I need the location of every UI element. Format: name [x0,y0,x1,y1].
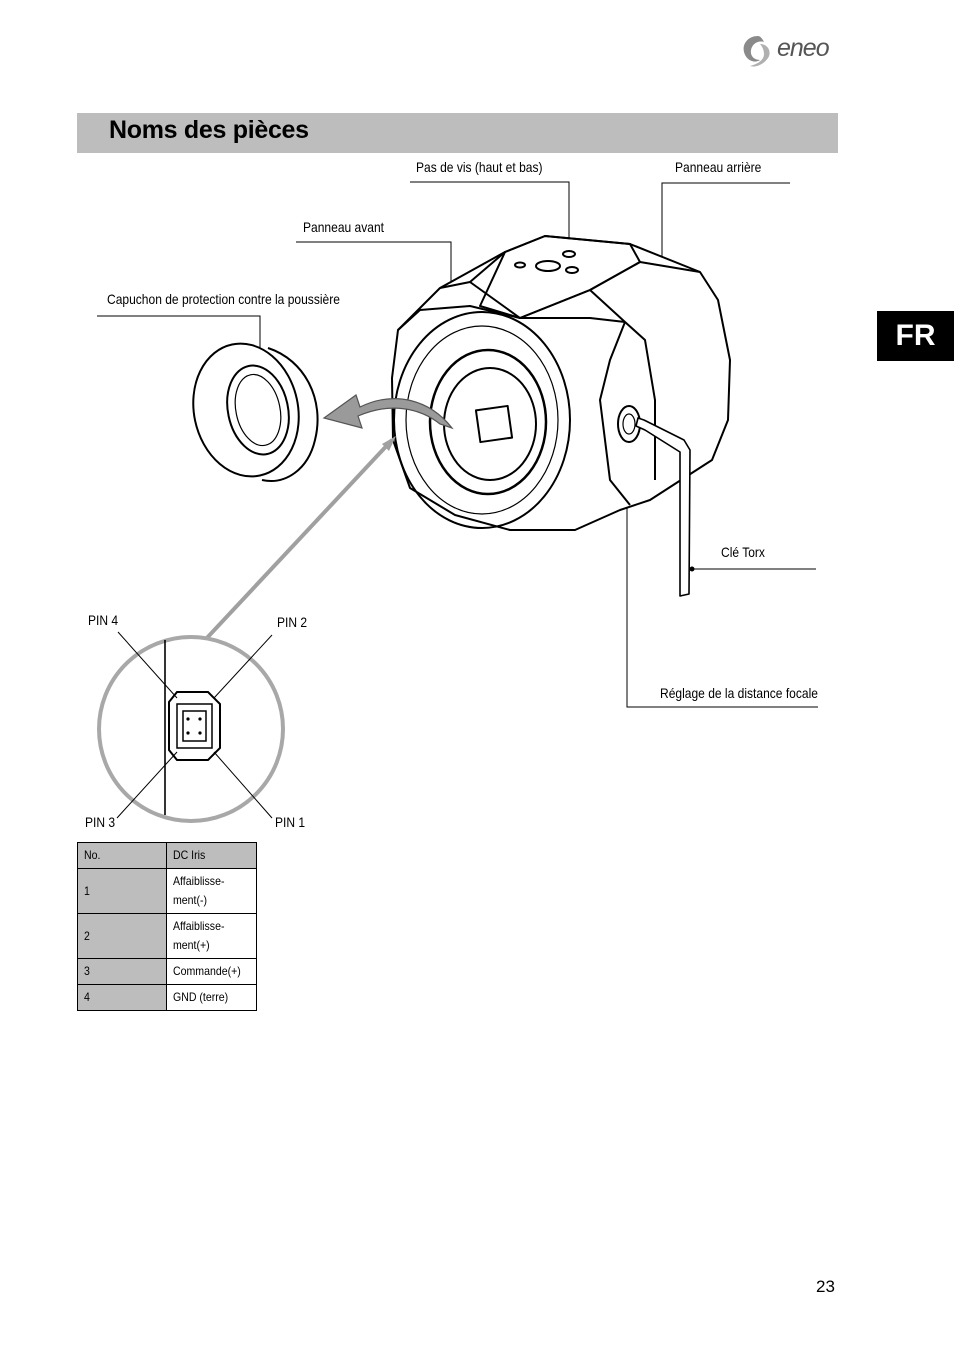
dust-cap-icon [192,342,319,482]
connector-zoom-icon [97,631,285,823]
table-cell-no: 4 [77,984,167,1011]
label-pin4: PIN 4 [88,612,119,628]
label-focal-adjust: Réglage de la distance focale [660,685,818,701]
language-tab: FR [877,311,954,361]
camera-body-icon [391,235,731,531]
label-dust-cap: Capuchon de protection contre la poussiè… [107,291,340,307]
table-cell-value: Commande(+) [165,958,258,985]
pin-assignment-table: No. DC Iris 1 Affaiblisse- ment(-) 2 Aff… [77,842,258,1011]
focal-screw-icon [617,405,641,443]
removal-arrow-icon [322,394,454,430]
table-cell-no: 1 [77,868,167,914]
table-cell-no: 2 [77,913,167,959]
label-front-panel: Panneau avant [303,219,385,235]
brand-logo-text: eneo [777,34,830,62]
table-header-dc-iris: DC Iris [165,842,258,869]
eneo-logo-icon [743,36,770,67]
label-screw-holes: Pas de vis (haut et bas) [416,159,543,175]
table-row: 2 Affaiblisse- ment(+) [77,913,258,959]
table-cell-value: Affaiblisse- ment(+) [165,913,258,959]
language-tab-label: FR [895,319,936,352]
table-row: 3 Commande(+) [77,958,258,985]
label-torx-key: Clé Torx [721,544,765,560]
table-row: 1 Affaiblisse- ment(-) [77,868,258,914]
table-header-no: No. [77,842,167,869]
page-title: Noms des pièces [109,116,309,144]
page-number: 23 [816,1277,835,1296]
table-cell-value: Affaiblisse- ment(-) [165,868,258,914]
table-cell-no: 3 [77,958,167,985]
table-row: 4 GND (terre) [77,984,258,1011]
label-pin1: PIN 1 [275,814,306,830]
table-header-row: No. DC Iris [77,842,258,869]
leader-lines [97,181,818,708]
zoom-connector [203,438,394,642]
torx-key-icon [635,417,691,597]
label-pin3: PIN 3 [85,814,116,830]
label-rear-panel: Panneau arrière [675,159,762,175]
table-cell-value: GND (terre) [165,984,258,1011]
section-title-bar: Noms des pièces [77,113,838,153]
label-pin2: PIN 2 [277,614,308,630]
